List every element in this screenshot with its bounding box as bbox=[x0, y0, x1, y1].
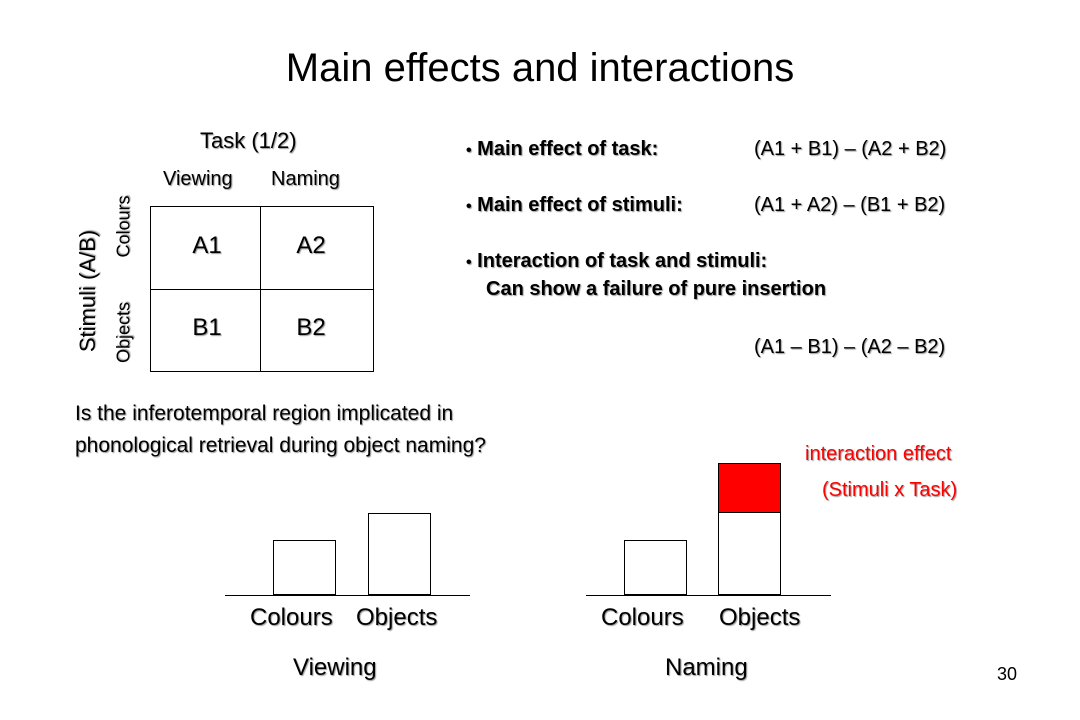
chart-title-viewing: Viewing bbox=[293, 654, 377, 681]
cell-a2: A2 bbox=[296, 232, 326, 259]
category-label-colours: Colours bbox=[250, 604, 333, 631]
interaction-effect-segment bbox=[718, 463, 781, 513]
bullet-dot: • bbox=[466, 142, 472, 159]
category-label-objects: Objects bbox=[356, 604, 438, 631]
bar-viewing-objects bbox=[368, 512, 431, 595]
bullet-task: • Main effect of task: bbox=[466, 138, 658, 161]
row-label-objects: Objects bbox=[113, 301, 134, 364]
bar-viewing-colours bbox=[273, 540, 336, 595]
bullet-interaction-label: Interaction of task and stimuli: bbox=[477, 250, 768, 272]
bar-naming-colours bbox=[624, 540, 687, 595]
slide-title: Main effects and interactions bbox=[285, 46, 795, 90]
matrix-divider-horizontal bbox=[151, 289, 373, 290]
col-label-naming: Naming bbox=[271, 168, 340, 190]
bullet-interaction: • Interaction of task and stimuli: bbox=[466, 250, 767, 273]
bullet-stimuli-formula: (A1 + A2) – (B1 + B2) bbox=[754, 194, 946, 216]
annotation-line-1: interaction effect bbox=[805, 443, 952, 465]
category-label-objects: Objects bbox=[719, 604, 801, 631]
stimuli-axis-label: Stimuli (A/B) bbox=[75, 229, 100, 353]
cell-b2: B2 bbox=[296, 314, 326, 341]
bullet-dot: • bbox=[466, 198, 472, 215]
question-line-1: Is the inferotemporal region implicated … bbox=[75, 402, 454, 425]
bullet-task-label: Main effect of task: bbox=[477, 138, 659, 160]
task-axis-label: Task (1/2) bbox=[200, 128, 297, 153]
cell-b1: B1 bbox=[192, 314, 222, 341]
design-matrix bbox=[150, 206, 374, 372]
bullet-task-formula: (A1 + B1) – (A2 + B2) bbox=[754, 138, 947, 160]
annotation-line-2: (Stimuli x Task) bbox=[822, 479, 958, 501]
chart-title-naming: Naming bbox=[665, 654, 748, 681]
bullet-stimuli: • Main effect of stimuli: bbox=[466, 194, 683, 217]
bullet-stimuli-label: Main effect of stimuli: bbox=[477, 194, 683, 216]
row-label-colours: Colours bbox=[113, 195, 134, 258]
col-label-viewing: Viewing bbox=[163, 168, 233, 190]
page-number: 30 bbox=[997, 664, 1018, 684]
chart-2-baseline bbox=[586, 595, 831, 596]
bullet-interaction-formula: (A1 – B1) – (A2 – B2) bbox=[754, 336, 946, 358]
question-line-2: phonological retrieval during object nam… bbox=[75, 434, 486, 457]
chart-1-baseline bbox=[225, 595, 470, 596]
category-label-colours: Colours bbox=[601, 604, 684, 631]
bullet-dot: • bbox=[466, 254, 472, 271]
cell-a1: A1 bbox=[192, 232, 222, 259]
bullet-interaction-sub: Can show a failure of pure insertion bbox=[486, 278, 827, 300]
